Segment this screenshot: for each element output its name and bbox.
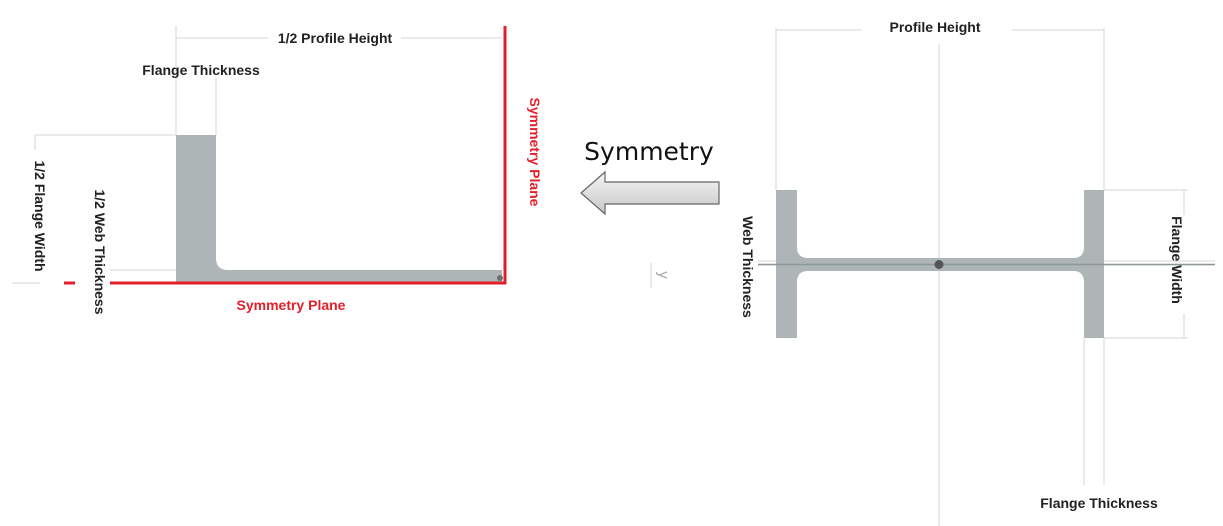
symmetry-arrow-label: Symmetry: [584, 137, 714, 166]
right-flange-thickness-label: Flange Thickness: [1040, 495, 1158, 511]
half-profile-shape: [176, 135, 502, 283]
right-dimension-lines: [758, 28, 1215, 526]
left-dimension-lines: [12, 26, 502, 284]
symmetry-plane-lines: [64, 26, 507, 285]
symmetry-plane-vertical-label: Symmetry Plane: [527, 98, 543, 207]
symmetry-plane-horizontal-label: Symmetry Plane: [237, 297, 346, 313]
y-axis-label: y: [655, 271, 671, 279]
centroid-point: [934, 260, 944, 269]
full-profile-panel: Profile Height Web Thickness Flange Widt…: [650, 19, 1215, 526]
web-thickness-label: Web Thickness: [740, 216, 756, 318]
profile-origin-point: [497, 275, 503, 281]
half-profile-panel: 1/2 Profile Height Flange Thickness 1/2 …: [12, 26, 543, 315]
half-web-thickness-label: 1/2 Web Thickness: [92, 189, 108, 314]
profile-height-label: Profile Height: [889, 19, 980, 35]
left-arrow-icon: [580, 170, 720, 216]
half-profile-height-label: 1/2 Profile Height: [278, 30, 393, 46]
left-flange-thickness-label: Flange Thickness: [142, 62, 260, 78]
flange-width-label: Flange Width: [1169, 216, 1185, 304]
symmetry-arrow-group: Symmetry: [580, 137, 720, 216]
half-flange-width-label: 1/2 Flange Width: [32, 160, 48, 271]
